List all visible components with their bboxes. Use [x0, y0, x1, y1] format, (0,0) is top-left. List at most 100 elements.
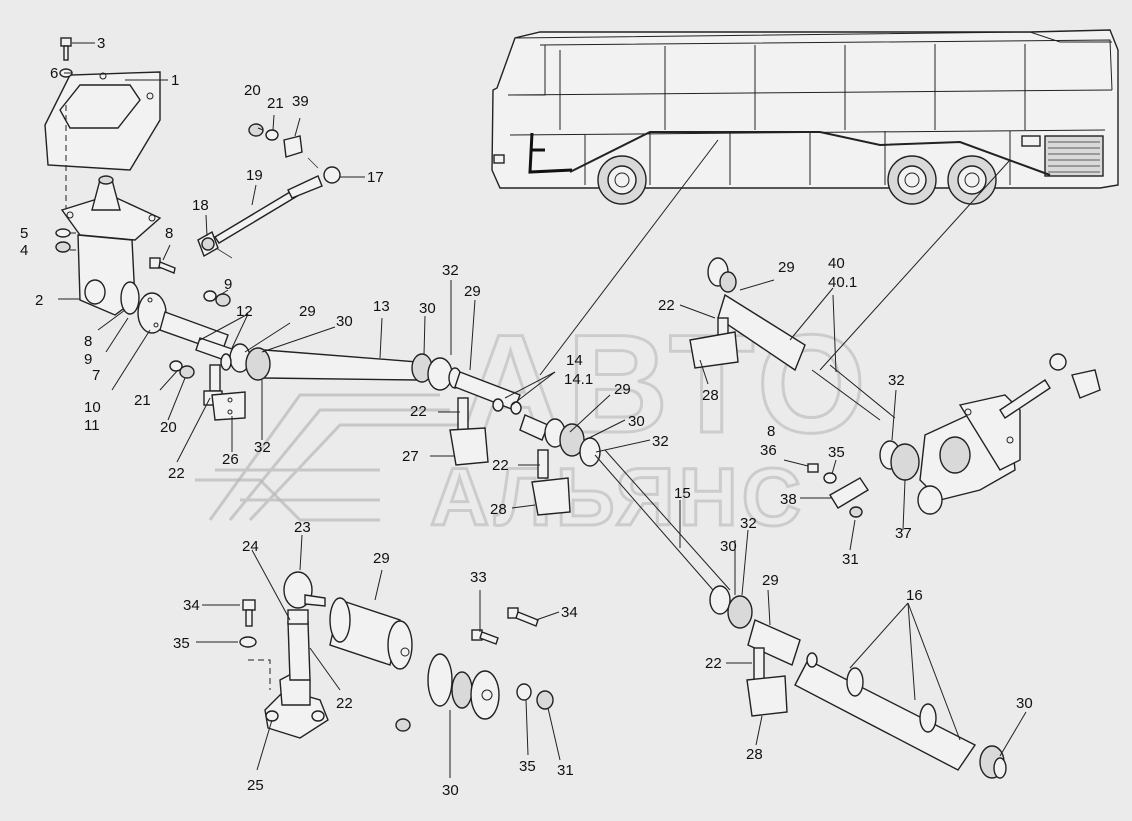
bolt-part-8	[149, 257, 176, 274]
callout-7: 7	[92, 367, 100, 384]
callout-34-right: 34	[561, 604, 578, 621]
watermark-logo: АВТО АЛЬЯНС	[195, 304, 872, 545]
washer-part-35-mid	[516, 683, 532, 701]
callout-9-mid: 9	[224, 276, 232, 293]
cardan-joint-part-30-b	[411, 353, 462, 391]
shaft-part-13	[264, 349, 419, 381]
telescopic-shaft-part-16	[794, 652, 977, 771]
cardan-joint-part-30-a	[220, 343, 271, 381]
callout-35-bottom: 35	[519, 758, 536, 775]
bolt-part-36	[807, 463, 819, 473]
callout-28-lower: 28	[746, 746, 763, 763]
callout-32-left: 32	[254, 439, 271, 456]
callout-27: 27	[402, 448, 419, 465]
callouts: 3 6 1 5 4 2 8 9 7 10 11 20 21 39 17 19 1…	[20, 35, 1033, 799]
washer-part-5	[55, 228, 71, 238]
callout-6: 6	[50, 65, 58, 82]
cardan-joint-part-30-e	[979, 745, 1007, 779]
callout-22-left: 22	[168, 465, 185, 482]
callout-31-right: 31	[842, 551, 859, 568]
callout-8-right: 8	[767, 423, 775, 440]
callout-22-mid: 22	[410, 403, 427, 420]
shaft-part-29-lower	[747, 619, 801, 666]
callout-36: 36	[760, 442, 777, 459]
callout-23: 23	[294, 519, 311, 536]
callout-8-left: 8	[84, 333, 92, 350]
callout-32-right: 32	[888, 372, 905, 389]
callout-31-bottom: 31	[557, 762, 574, 779]
column-support-part-25	[264, 671, 329, 739]
steering-gear-part-37	[917, 394, 1021, 515]
callout-40: 40	[828, 255, 845, 272]
cardan-joint-part-32-right	[879, 440, 920, 481]
shaft-part-40	[811, 364, 896, 421]
callout-4: 4	[20, 242, 28, 259]
callout-21-top: 21	[267, 95, 284, 112]
callout-30-lower: 30	[720, 538, 737, 555]
callout-20-left: 20	[160, 419, 177, 436]
callout-35-left: 35	[173, 635, 190, 652]
callout-29-topright: 29	[778, 259, 795, 276]
callout-26: 26	[222, 451, 239, 468]
shaft-part-29-top	[717, 293, 806, 372]
callout-19: 19	[246, 167, 263, 184]
shaft-part-15	[594, 449, 731, 599]
callout-33: 33	[470, 569, 487, 586]
nut-part-20-top	[248, 123, 264, 137]
callout-8-mid: 8	[165, 225, 173, 242]
callout-29-left: 29	[299, 303, 316, 320]
ball-joint-part-23	[283, 571, 326, 625]
callout-32-center: 32	[652, 433, 669, 450]
washer-part-21-top	[265, 129, 279, 141]
bracket-part-39	[283, 135, 303, 158]
callout-21-left: 21	[134, 392, 151, 409]
plate-part-38	[829, 477, 869, 509]
support-part-22-e	[689, 317, 739, 369]
nut-part-31-mid	[536, 690, 554, 710]
cardan-joint-part-30-d	[709, 585, 753, 629]
bus-illustration	[491, 29, 1119, 205]
callout-14: 14	[566, 352, 583, 369]
callout-11: 11	[84, 417, 100, 434]
callout-22-bottom: 22	[336, 695, 353, 712]
callout-30-farright: 30	[1016, 695, 1033, 712]
callout-3: 3	[97, 35, 105, 52]
callout-2: 2	[35, 292, 43, 309]
callout-34-left: 34	[183, 597, 200, 614]
callout-20-top: 20	[244, 82, 261, 99]
callout-30-bottom: 30	[442, 782, 459, 799]
support-part-22-c	[531, 449, 571, 516]
callout-28-topright: 28	[702, 387, 719, 404]
flange-part-7	[120, 281, 167, 334]
callout-1: 1	[171, 72, 179, 89]
ring-part-14a	[492, 398, 504, 412]
callout-29-center: 29	[614, 381, 631, 398]
washer-part-21-left	[169, 360, 183, 372]
callout-38: 38	[780, 491, 797, 508]
bolt-part-33	[471, 629, 499, 645]
callout-25: 25	[247, 777, 264, 794]
callout-24: 24	[242, 538, 259, 555]
callout-29-bottom: 29	[373, 550, 390, 567]
stem-part-24	[287, 621, 311, 681]
support-part-22-d	[746, 647, 788, 717]
callout-32-lower: 32	[740, 515, 757, 532]
callout-12: 12	[236, 303, 253, 320]
column-frame-part-1	[44, 71, 161, 215]
watermark-text-avto: АВТО	[460, 305, 872, 462]
support-part-22-b	[449, 397, 489, 466]
cardan-joint-part-29-top	[707, 257, 737, 293]
callout-40-1: 40.1	[828, 274, 857, 291]
callout-22-topright: 22	[658, 297, 675, 314]
bolt-part-34-left	[242, 599, 256, 627]
callout-28-center: 28	[490, 501, 507, 518]
shaft-part-14-1	[519, 414, 549, 441]
nuts-part-9	[203, 290, 231, 307]
shaft-sleeve-part-29-lower	[329, 597, 413, 670]
callout-5: 5	[20, 225, 28, 242]
bolt-part-34-right	[507, 607, 539, 627]
callout-17: 17	[367, 169, 384, 186]
callout-29-mid: 29	[464, 283, 481, 300]
column-housing-part-2	[60, 175, 162, 316]
